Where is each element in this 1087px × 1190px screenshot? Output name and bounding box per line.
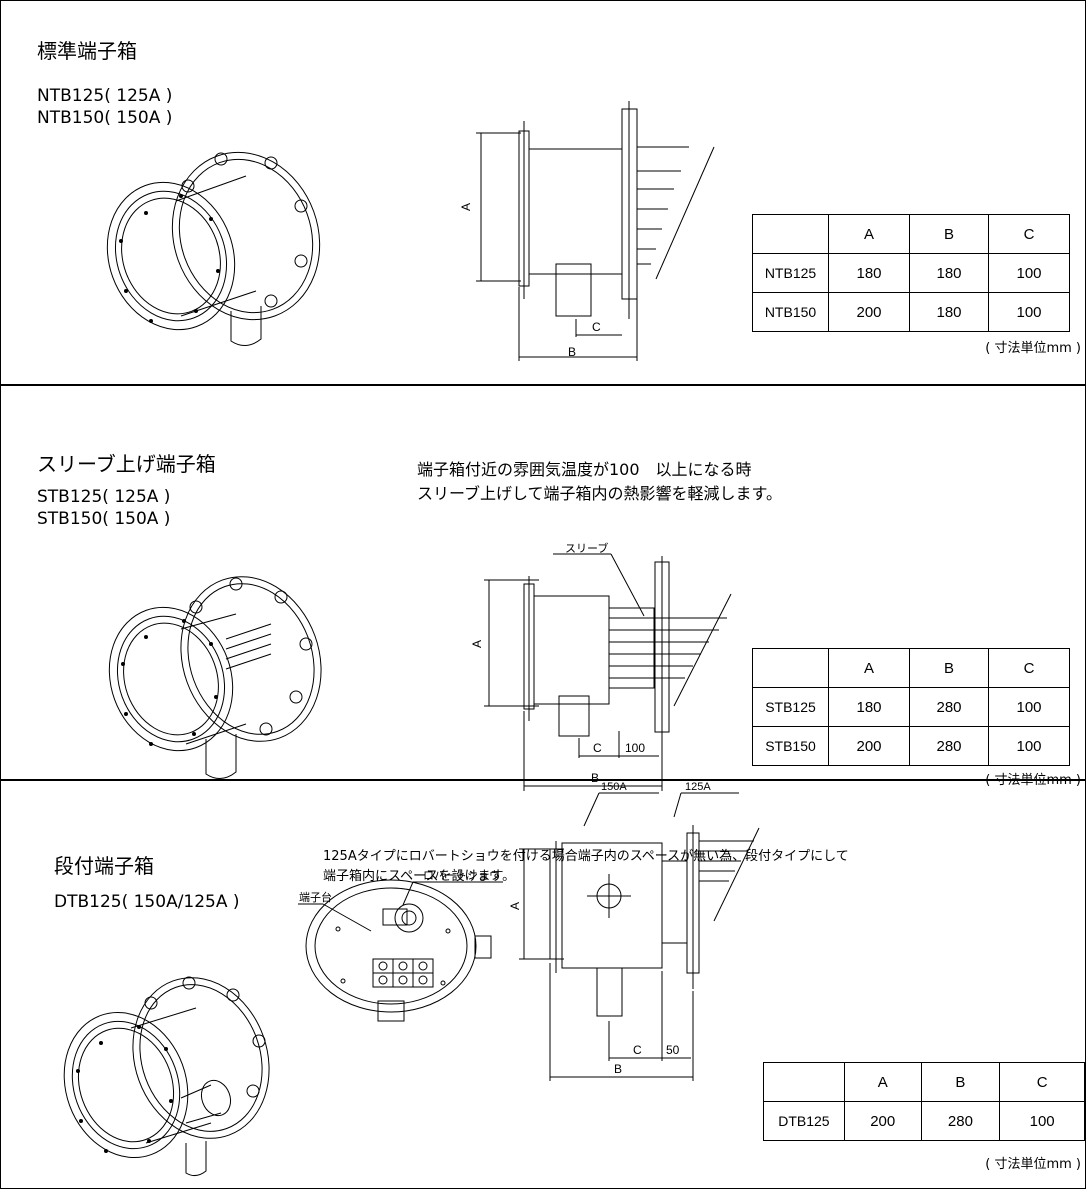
section-title: 段付端子箱 [54,854,154,878]
table-header-row: A B C [763,1062,1085,1102]
table-cell [763,1062,845,1102]
dim-c-label: C [592,320,601,334]
section-sleeve-raised-terminal-box: スリーブ上げ端子箱 STB125( 125A ) STB150( 150A ) … [0,385,1086,791]
table-cell: C [988,214,1070,254]
table-cell: 200 [828,726,910,766]
dimension-table: A B C DTB125 200 280 100 [763,1062,1085,1141]
table-cell: 180 [828,253,910,293]
dim-c-label: C [633,1043,642,1057]
section-title: 標準端子箱 [37,39,137,63]
table-cell: B [909,214,989,254]
table-cell: 100 [999,1101,1085,1141]
dim-offset-label: 100 [625,741,645,755]
callout-terminal-block: 端子台 [299,890,332,904]
section-standard-terminal-box: 標準端子箱 NTB125( 125A ) NTB150( 150A ) [0,0,1086,385]
dim-c-label: C [593,741,602,755]
model-label: STB150( 150A ) [37,509,171,529]
callout-125a: 125A [685,781,711,793]
dim-a-label: A [470,640,484,648]
model-label: NTB150( 150A ) [37,108,173,128]
table-cell: 100 [988,292,1070,332]
table-cell: 280 [909,687,989,727]
stepped-box-isometric-drawing [63,976,270,1177]
table-cell: A [843,1062,922,1102]
table-row: NTB125 180 180 100 [752,253,1070,293]
callout-sleeve: スリーブ [565,541,608,555]
dimension-table: A B C NTB125 180 180 100 NTB150 200 180 … [752,214,1070,332]
dim-b-label: B [568,345,576,359]
callout-150a: 150A [601,781,627,793]
terminal-box-side-view-drawing: A C B [459,101,715,361]
section-stepped-terminal-box: 段付端子箱 DTB125( 150A/125A ) 125Aタイプにロバートショ… [0,780,1086,1189]
table-row: STB150 200 280 100 [752,726,1070,766]
table-cell: 200 [843,1101,922,1141]
table-header-row: A B C [752,214,1070,254]
dim-a-label: A [459,203,473,211]
table-cell: STB150 [752,726,829,766]
model-label: DTB125( 150A/125A ) [54,892,240,912]
model-label: NTB125( 125A ) [37,86,173,106]
dim-b-label: B [614,1062,622,1076]
terminal-interior-drawing: ロバートショウ 端子台 [298,869,503,1022]
table-cell: 100 [988,687,1070,727]
table-cell: C [999,1062,1085,1102]
table-cell: STB125 [752,687,829,727]
table-row: DTB125 200 280 100 [763,1101,1085,1141]
table-cell: 180 [909,253,989,293]
section-title: スリーブ上げ端子箱 [37,452,216,476]
note-line: 端子箱内にスペースを設けます。 [323,869,516,884]
stepped-box-side-view-drawing: 150A 125A A C 50 B [508,781,760,1081]
terminal-box-isometric-drawing [106,151,321,346]
table-cell: 180 [828,687,910,727]
table-row: STB125 180 280 100 [752,687,1070,727]
note-line: 端子箱付近の雰囲気温度が100 以上になる時 [417,460,752,479]
dim-a-label: A [508,902,522,910]
table-cell: 280 [920,1101,1001,1141]
dim-b-label: B [591,771,599,785]
sleeve-box-isometric-drawing [108,576,322,779]
table-cell: 180 [909,292,989,332]
model-label: STB125( 125A ) [37,487,171,507]
unit-note: ( 寸法単位mm ) [985,1157,1081,1172]
table-cell: DTB125 [763,1101,845,1141]
table-cell [752,648,829,688]
table-cell: 100 [988,726,1070,766]
note-line: 125Aタイプにロバートショウを付ける場合端子内のスペースが無い為、段付タイプに… [323,849,849,864]
table-cell: NTB125 [752,253,829,293]
dim-offset-label: 50 [666,1043,680,1057]
table-cell: 200 [828,292,910,332]
sleeve-box-side-view-drawing: スリーブ A C 100 B [470,541,732,791]
dimension-table: A B C STB125 180 280 100 STB150 200 280 … [752,648,1070,766]
table-cell: 100 [988,253,1070,293]
note-line: スリーブ上げして端子箱内の熱影響を軽減します。 [417,484,782,503]
table-cell: NTB150 [752,292,829,332]
table-cell: A [828,648,910,688]
table-cell: A [828,214,910,254]
table-cell [752,214,829,254]
callout-robertshaw: ロバートショウ [423,869,500,882]
table-cell: 280 [909,726,989,766]
table-cell: B [909,648,989,688]
table-cell: B [920,1062,1001,1102]
table-header-row: A B C [752,648,1070,688]
table-cell: C [988,648,1070,688]
table-row: NTB150 200 180 100 [752,292,1070,332]
unit-note: ( 寸法単位mm ) [985,341,1081,356]
